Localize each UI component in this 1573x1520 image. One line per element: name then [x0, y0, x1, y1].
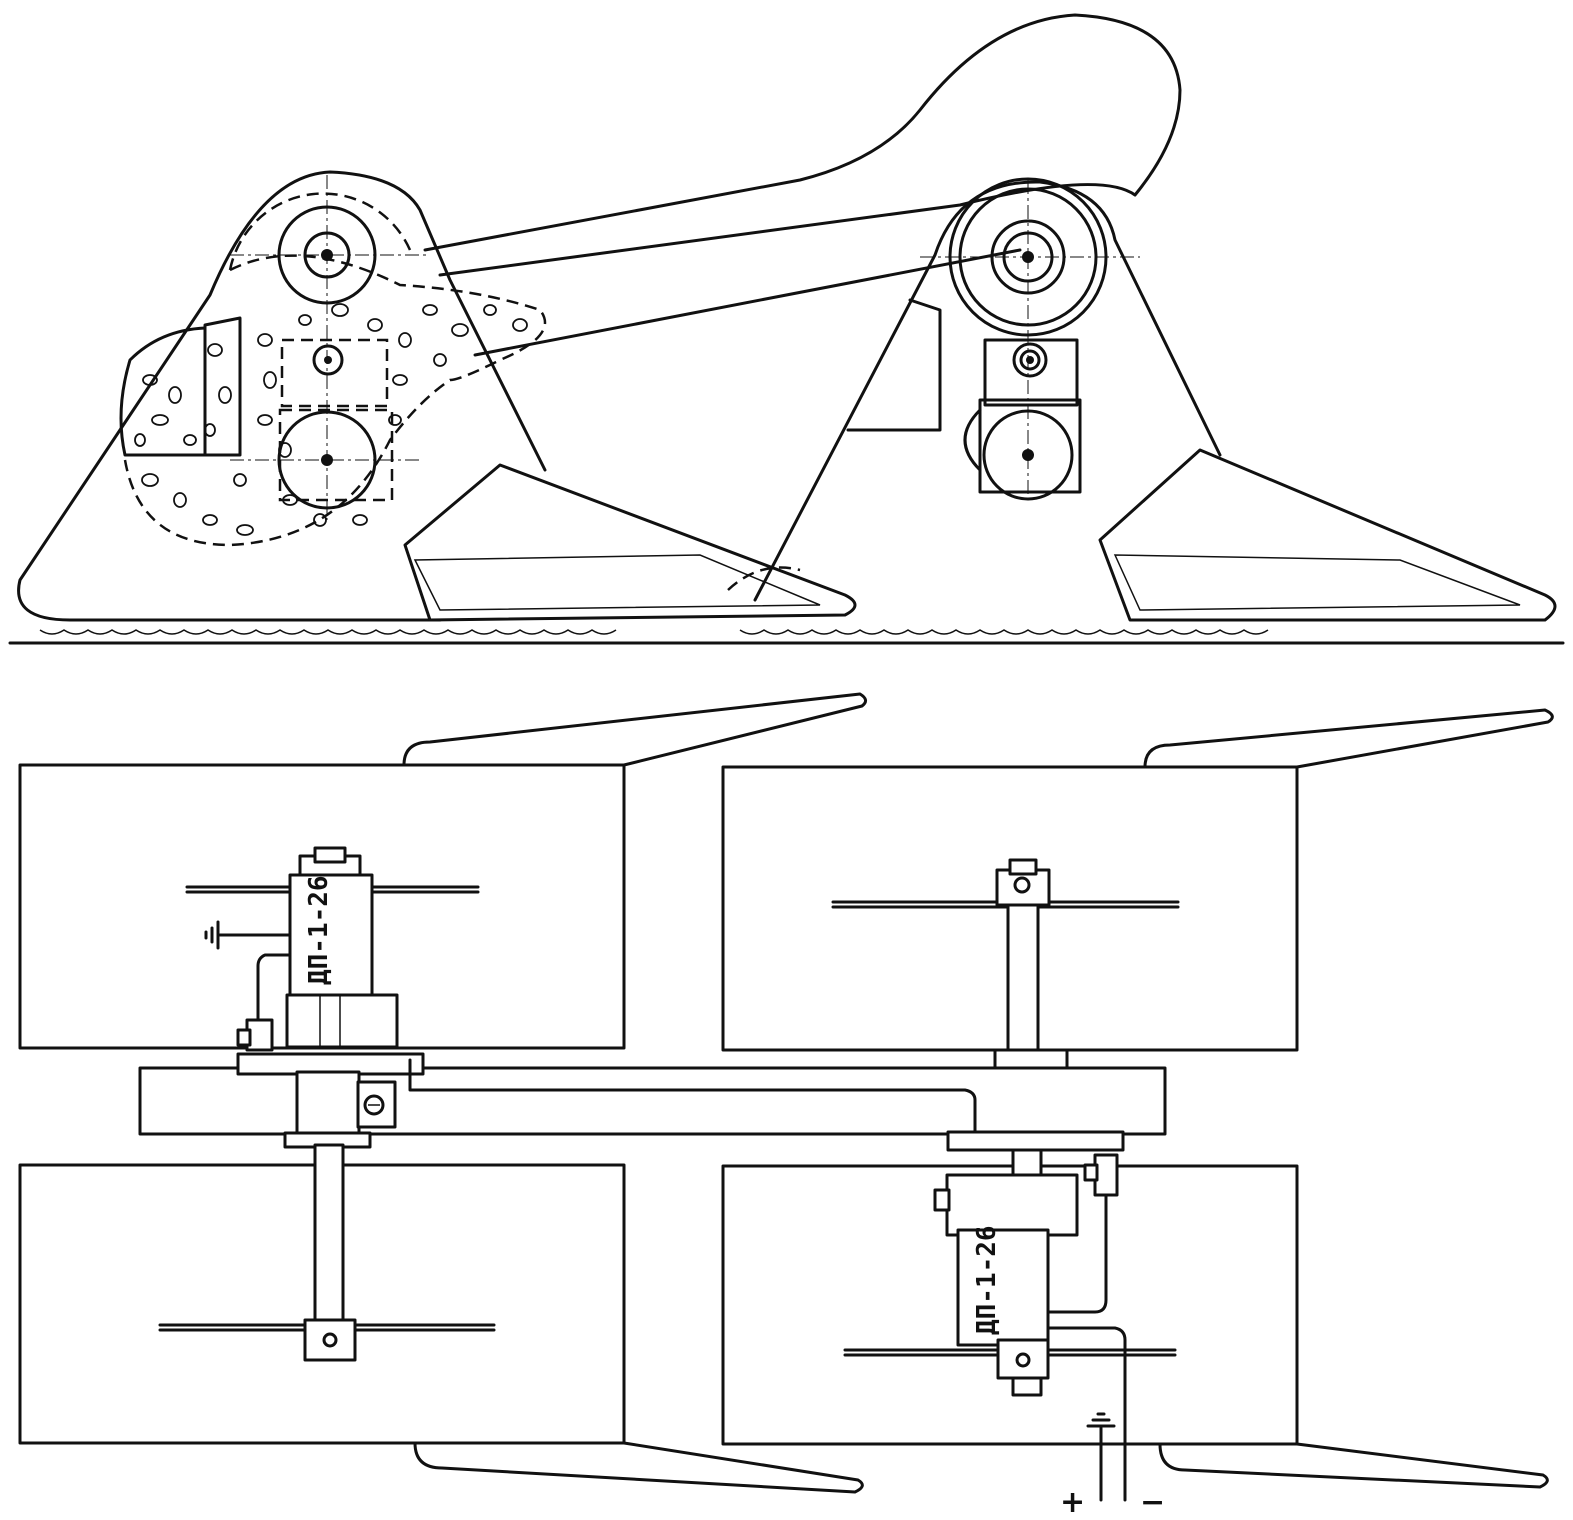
skid-top-right [1143, 708, 1554, 769]
rear-pebble-area [203, 316, 242, 457]
right-motor-wire [1046, 1193, 1108, 1314]
front-skid-inner [1113, 554, 1521, 611]
supply-wire-minus [1046, 1326, 1127, 1502]
right-gearbox [945, 1173, 1079, 1237]
front-dashed-curve [727, 566, 801, 591]
right-shaft-top [1006, 903, 1040, 1055]
right-bottom-hub [996, 1338, 1050, 1380]
ground-texture [39, 629, 617, 635]
front-hull-window [846, 298, 942, 432]
rear-middle-pulley [280, 338, 389, 408]
gravel-fill [134, 303, 528, 536]
rear-lower-pulley [277, 408, 394, 510]
left-motor-wire [256, 953, 292, 1037]
left-bottom-hub [303, 1318, 357, 1362]
right-mount-plate [946, 1130, 1125, 1152]
right-drive-unit: ДП-1-26 [408, 858, 1180, 1502]
front-motor [963, 398, 1082, 501]
rear-skid [403, 463, 857, 622]
terminal-plus-label: + [1060, 1485, 1085, 1520]
central-frame-beam [138, 1066, 1167, 1136]
rear-skid-inner [413, 554, 821, 611]
right-motor-body [956, 1228, 1050, 1347]
ground-texture-right [739, 629, 1269, 635]
skid-bottom-right [1158, 1442, 1549, 1489]
rear-dashed-disc [228, 192, 412, 271]
rear-wheel-guard [123, 254, 547, 547]
left-drive-unit: ДП-1-26 [158, 846, 496, 1362]
skid-bottom-left [413, 1441, 864, 1494]
front-skid [1098, 448, 1557, 622]
left-motor-label: ДП-1-26 [304, 875, 334, 985]
front-gearbox [983, 338, 1079, 407]
lower-link-bar [473, 248, 1022, 357]
left-fastener [363, 1094, 385, 1116]
rear-rotor-outline [119, 326, 207, 457]
frame-wire [408, 1058, 977, 1134]
float-front-right-bottom [721, 1164, 1299, 1446]
terminal-minus-label: − [1140, 1485, 1165, 1520]
rear-hull-outline [17, 170, 547, 622]
skid-top-left [402, 692, 867, 767]
front-hull-outline [753, 180, 1222, 602]
side-view [8, 13, 1565, 645]
connecting-beam [423, 13, 1182, 277]
left-gearbox [285, 993, 399, 1049]
top-view: ДП-1-26 [18, 692, 1554, 1520]
left-bearing-block [295, 1070, 361, 1142]
right-motor-label: ДП-1-26 [972, 1225, 1002, 1335]
